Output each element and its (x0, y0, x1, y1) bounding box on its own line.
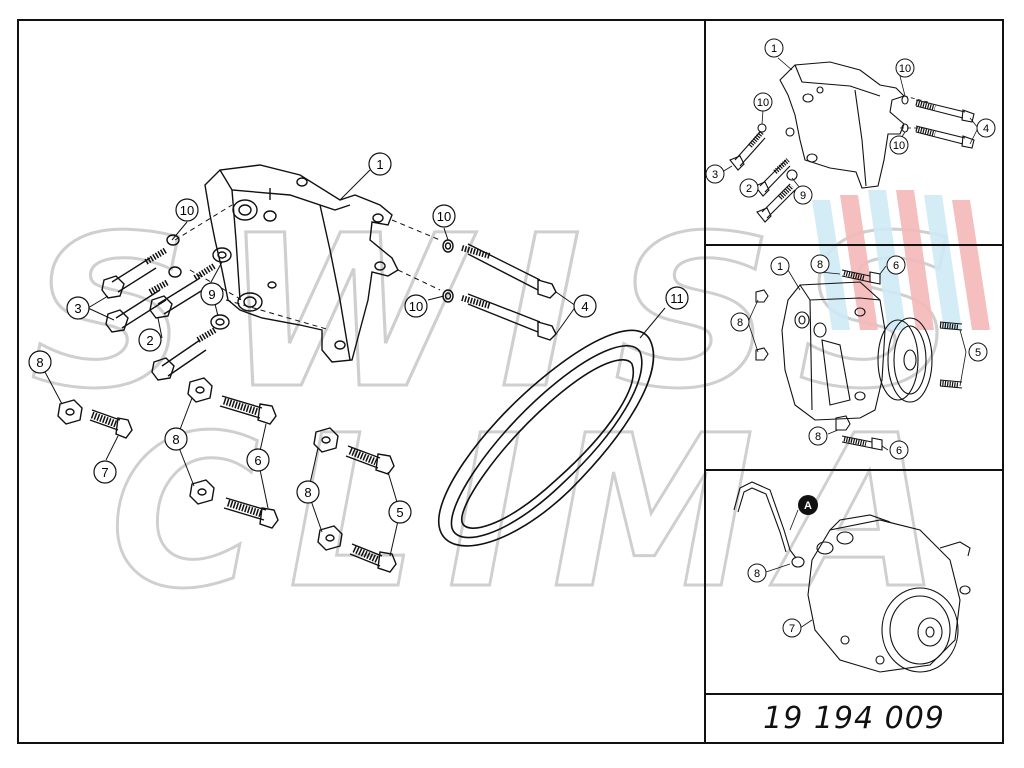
svg-text:5: 5 (975, 347, 981, 359)
svg-text:4: 4 (581, 299, 588, 314)
svg-text:11: 11 (670, 291, 684, 306)
svg-text:10: 10 (437, 209, 451, 224)
svg-text:6: 6 (893, 260, 899, 272)
tr-callout-2[interactable]: 2 (739, 178, 759, 198)
tr-callout-9[interactable]: 9 (793, 185, 813, 205)
nut-bolt-part-8-5 (313, 427, 397, 573)
svg-text:8: 8 (172, 432, 179, 447)
bracket-part-1 (204, 164, 399, 363)
callout-6[interactable]: 6 (246, 448, 270, 472)
svg-text:8: 8 (817, 259, 823, 271)
callout-1[interactable]: 1 (368, 152, 392, 176)
belt-part-11 (437, 329, 655, 547)
br-callout-7[interactable]: 7 (782, 618, 802, 638)
mr-callout-6-b[interactable]: 6 (889, 440, 909, 460)
svg-text:9: 9 (208, 287, 215, 302)
bolts-part-3-2 (101, 234, 232, 381)
svg-text:8: 8 (304, 485, 311, 500)
svg-text:1: 1 (771, 43, 777, 55)
mr-callout-6-a[interactable]: 6 (886, 255, 906, 275)
watermark: SWISS CLIMA (29, 189, 990, 637)
callout-8-a[interactable]: 8 (28, 350, 52, 374)
tr-callout-4[interactable]: 4 (976, 118, 996, 138)
mr-callout-8-a[interactable]: 8 (810, 254, 830, 274)
callout-2[interactable]: 2 (138, 328, 162, 352)
tr-callout-10-b[interactable]: 10 (753, 92, 773, 112)
svg-text:3: 3 (712, 169, 718, 181)
svg-text:7: 7 (101, 465, 108, 480)
mr-callout-1[interactable]: 1 (770, 256, 790, 276)
callout-11[interactable]: 11 (665, 286, 689, 310)
mr-callout-8-c[interactable]: 8 (808, 426, 828, 446)
svg-text:7: 7 (789, 623, 795, 635)
badge-a[interactable]: A (798, 495, 818, 515)
callout-3[interactable]: 3 (66, 296, 90, 320)
callout-7[interactable]: 7 (93, 460, 117, 484)
svg-text:4: 4 (983, 123, 989, 135)
callout-9[interactable]: 9 (200, 282, 224, 306)
top-right-callouts: 1 10 10 10 4 3 2 9 (705, 38, 996, 205)
callout-8-b[interactable]: 8 (164, 427, 188, 451)
frames (17, 19, 1004, 744)
svg-text:2: 2 (146, 333, 153, 348)
svg-text:8: 8 (815, 431, 821, 443)
svg-text:6: 6 (254, 453, 261, 468)
svg-text:10: 10 (893, 140, 905, 152)
tr-callout-10-a[interactable]: 10 (895, 58, 915, 78)
nut-bolt-part-8-7 (57, 399, 133, 439)
svg-text:10: 10 (180, 203, 194, 218)
svg-text:5: 5 (396, 505, 403, 520)
tr-callout-3[interactable]: 3 (705, 164, 725, 184)
nut-bolt-part-8-6 (187, 377, 279, 529)
svg-text:10: 10 (899, 63, 911, 75)
svg-text:9: 9 (800, 190, 806, 202)
svg-text:2: 2 (746, 183, 752, 195)
view-bottom-right (733, 481, 971, 673)
svg-text:8: 8 (754, 568, 760, 580)
watermark-logo-stripes (812, 190, 990, 330)
callout-8-c[interactable]: 8 (296, 480, 320, 504)
middle-right-callouts: 1 8 6 8 5 8 6 (730, 254, 988, 460)
svg-text:8: 8 (737, 317, 743, 329)
bolt-part-4-lower (442, 289, 557, 341)
svg-text:8: 8 (36, 355, 43, 370)
view-middle-right (747, 265, 967, 451)
callout-10-b[interactable]: 10 (432, 204, 456, 228)
callout-10-a[interactable]: 10 (175, 198, 199, 222)
svg-text:3: 3 (74, 301, 81, 316)
part-number: 19 194 009 (763, 700, 945, 736)
svg-text:10: 10 (409, 299, 423, 314)
callout-10-c[interactable]: 10 (404, 294, 428, 318)
main-view-callouts: 1 10 10 10 3 9 2 4 11 8 7 8 6 8 5 (28, 152, 689, 524)
mr-callout-8-b[interactable]: 8 (730, 312, 750, 332)
br-callout-8[interactable]: 8 (747, 563, 767, 583)
svg-text:1: 1 (376, 157, 383, 172)
tr-callout-1[interactable]: 1 (764, 38, 784, 58)
callout-5[interactable]: 5 (388, 500, 412, 524)
callout-4[interactable]: 4 (573, 294, 597, 318)
svg-text:A: A (804, 500, 812, 512)
svg-text:10: 10 (757, 97, 769, 109)
tr-callout-10-c[interactable]: 10 (889, 135, 909, 155)
view-top-right (721, 57, 979, 223)
svg-text:1: 1 (777, 261, 783, 273)
bottom-right-callouts: A 8 7 (747, 495, 818, 638)
watermark-line1: SWISS (30, 190, 990, 435)
mr-callout-5[interactable]: 5 (968, 342, 988, 362)
svg-text:6: 6 (896, 445, 902, 457)
